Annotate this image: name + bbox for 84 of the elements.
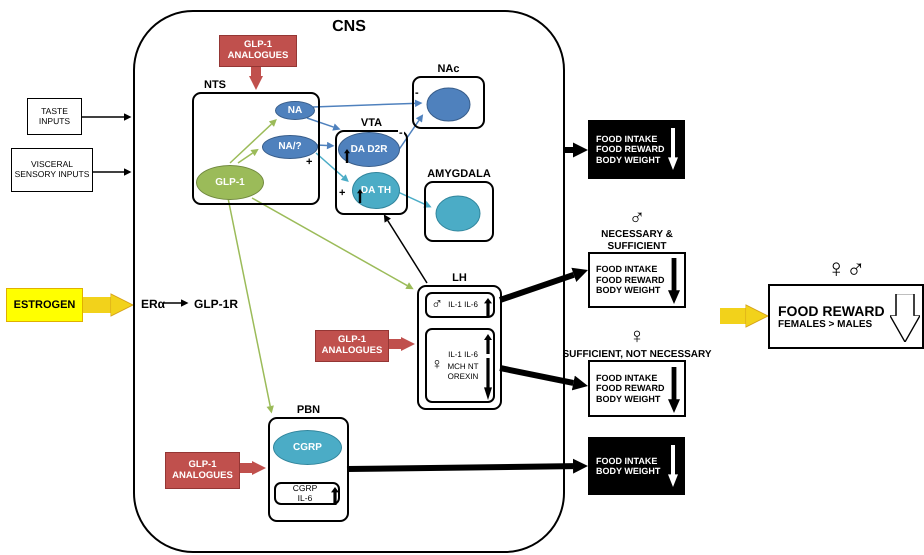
arrow bbox=[316, 152, 349, 182]
sign-label: + bbox=[338, 188, 346, 199]
region-box bbox=[268, 402, 349, 522]
node-label: FOOD INTAKE FOOD REWARD BODY WEIGHT bbox=[596, 134, 666, 166]
node-label: VISCERAL SENSORY INPUTS bbox=[14, 160, 90, 180]
node-label: GLP-1 ANALOGUES bbox=[320, 335, 384, 357]
arrow bbox=[252, 197, 414, 290]
node-label: FOOD INTAKE FOOD REWARD BODY WEIGHT bbox=[596, 264, 666, 296]
arrow bbox=[384, 214, 428, 284]
region-box bbox=[424, 167, 494, 242]
arrow bbox=[306, 117, 341, 131]
marker-box bbox=[425, 328, 495, 403]
nucleus-circle bbox=[426, 87, 471, 122]
hormone-box bbox=[6, 288, 83, 322]
node-label: NA bbox=[288, 104, 302, 116]
drug-box bbox=[315, 330, 389, 362]
neuron-ellipse bbox=[338, 132, 400, 167]
region-label: PBN bbox=[296, 404, 320, 417]
node-label: ERα bbox=[140, 298, 166, 312]
arrow bbox=[229, 119, 277, 164]
sex-symbol: ♂ bbox=[431, 296, 443, 314]
region-label: VTA bbox=[360, 117, 382, 130]
node-label: CGRP IL-6 bbox=[292, 484, 318, 504]
arrow bbox=[346, 458, 588, 474]
arrow bbox=[499, 268, 588, 303]
region-label: NTS bbox=[204, 79, 226, 92]
node-label: FOOD REWARD bbox=[778, 302, 885, 319]
block-arrow bbox=[249, 65, 263, 90]
drug-box bbox=[165, 452, 240, 489]
region-label: AMYGDALA bbox=[427, 168, 491, 181]
arrow bbox=[312, 100, 422, 108]
node-label: IL-1 IL-6 bbox=[447, 300, 479, 310]
nucleus-circle bbox=[435, 195, 481, 232]
arrow bbox=[238, 148, 259, 164]
arrow bbox=[397, 114, 424, 152]
node-label: CNS bbox=[332, 18, 366, 36]
arrow bbox=[227, 198, 274, 414]
node-label: MCH NT OREXIN bbox=[446, 362, 480, 381]
effect-box bbox=[588, 120, 685, 179]
block-arrow bbox=[83, 293, 134, 317]
block-arrow bbox=[720, 304, 768, 328]
arrow bbox=[398, 191, 432, 208]
node-label: GLP-1 ANALOGUES bbox=[226, 40, 290, 62]
node-label: GLP-1 bbox=[215, 176, 245, 188]
region-box bbox=[192, 78, 320, 205]
sex-symbol: ♀♂ bbox=[826, 254, 866, 284]
arrow bbox=[82, 113, 132, 121]
sex-symbol: ♀ bbox=[628, 323, 646, 348]
node-label: DA D2R bbox=[350, 144, 388, 156]
node-label: GLP-1R bbox=[194, 298, 238, 312]
node-label: TASTE INPUTS bbox=[38, 106, 72, 126]
region-label: LH bbox=[452, 272, 467, 285]
node-label: NA/? bbox=[278, 141, 302, 153]
sex-symbol: ♂ bbox=[628, 204, 646, 229]
node-label: FEMALES > MALES bbox=[778, 318, 872, 330]
arrow bbox=[565, 142, 588, 158]
region-box bbox=[335, 116, 408, 215]
marker-box bbox=[425, 292, 495, 318]
region-box bbox=[412, 62, 485, 129]
node-label: FOOD INTAKE BODY WEIGHT bbox=[596, 456, 662, 476]
input-box bbox=[11, 148, 93, 192]
marker-box bbox=[274, 482, 340, 505]
node-label: IL-1 IL-6 bbox=[447, 350, 479, 360]
input-box bbox=[27, 98, 82, 135]
arrow bbox=[93, 168, 132, 176]
neuron-ellipse bbox=[275, 101, 315, 120]
arrow bbox=[499, 365, 588, 390]
block-arrow bbox=[238, 461, 266, 475]
drug-box bbox=[219, 35, 297, 67]
arrow bbox=[164, 299, 188, 307]
neuron-ellipse bbox=[352, 172, 400, 209]
region-label: NAc bbox=[437, 63, 460, 76]
node-label: FOOD INTAKE FOOD REWARD BODY WEIGHT bbox=[596, 372, 666, 404]
node-label: CGRP bbox=[293, 442, 322, 454]
neuron-ellipse bbox=[273, 430, 342, 465]
node-label: GLP-1 ANALOGUES bbox=[171, 460, 234, 482]
region-label: NECESSARY & SUFFICIENT bbox=[600, 229, 674, 252]
neuron-ellipse bbox=[262, 135, 318, 159]
node-label: DA TH bbox=[360, 184, 392, 196]
sex-symbol: ♀ bbox=[431, 356, 443, 375]
effect-box bbox=[588, 437, 685, 495]
block-arrow bbox=[387, 337, 415, 351]
neuron-ellipse bbox=[196, 165, 264, 200]
node-label: ESTROGEN bbox=[14, 298, 76, 312]
